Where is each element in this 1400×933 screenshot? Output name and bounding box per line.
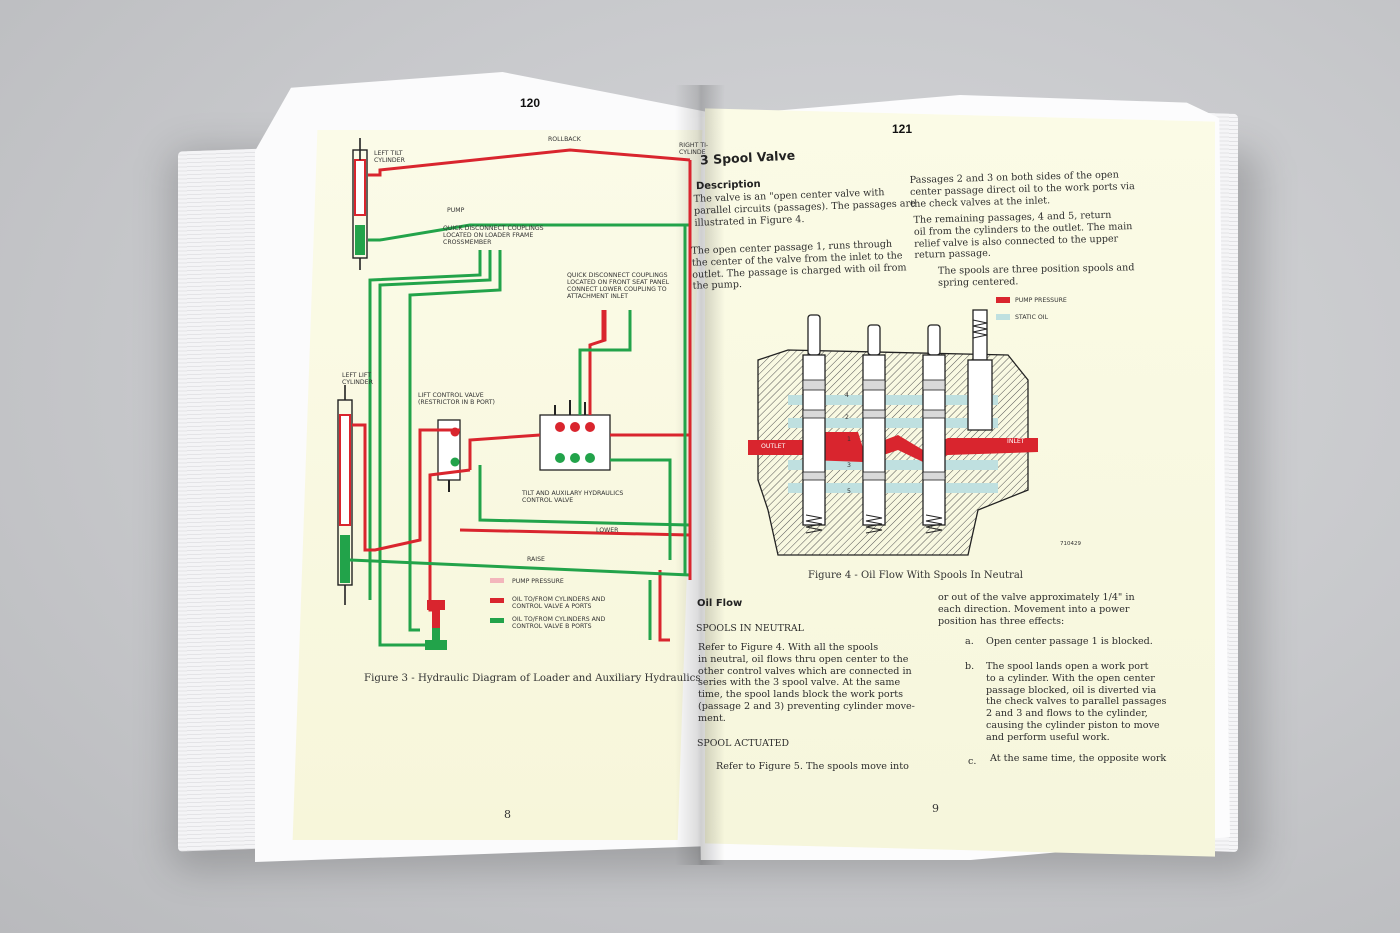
passage-3: 3 [847, 462, 851, 469]
legend-swatch-pump [490, 578, 504, 583]
left-page-edges [178, 148, 268, 852]
legend-swatch-pump-pressure [996, 297, 1010, 303]
figure-code: 710429 [1060, 541, 1081, 547]
passage-4: 4 [845, 392, 849, 399]
return-passages-para: The remaining passages, 4 and 5, return … [913, 209, 1133, 262]
seat-couplings [601, 310, 632, 340]
figure-3-caption: Figure 3 - Hydraulic Diagram of Loader a… [364, 673, 701, 684]
passage-2: 2 [845, 414, 849, 421]
label-quick-loader: QUICK DISCONNECT COUPLINGS LOCATED ON LO… [443, 225, 544, 246]
label-rollback: ROLLBACK [548, 136, 581, 143]
label-left-tilt: LEFT TILT CYLINDER [374, 150, 405, 164]
neutral-para: Refer to Figure 4. With all the spools i… [698, 642, 915, 724]
effect-b-marker: b. [965, 661, 975, 672]
legend-oil-a: OIL TO/FROM CYLINDERS AND CONTROL VALVE … [512, 596, 606, 610]
label-lift-control: LIFT CONTROL VALVE (RESTRICTOR IN B PORT… [418, 392, 495, 406]
lift-control-valve [437, 419, 461, 492]
label-left-lift: LEFT LIFT CYLINDER [342, 372, 373, 386]
passage-5: 5 [847, 488, 851, 495]
left-page-bottom-number: 8 [504, 808, 511, 821]
label-lower: LOWER [596, 527, 619, 534]
label-tilt-aux: TILT AND AUXILARY HYDRAULICS CONTROL VAL… [522, 490, 624, 504]
spool-actuated-heading: SPOOL ACTUATED [697, 738, 789, 749]
effect-c-text: At the same time, the opposite work [990, 753, 1167, 764]
label-inlet: INLET [1005, 438, 1027, 445]
left-lift-cylinder [337, 385, 353, 605]
right-page-top-number: 121 [892, 122, 913, 136]
effect-a-text: Open center passage 1 is blocked. [986, 636, 1153, 647]
legend-pump-pressure: PUMP PRESSURE [512, 578, 564, 585]
description-heading: Description [695, 178, 761, 193]
left-page-top-number: 120 [520, 96, 541, 110]
label-raise: RAISE [527, 556, 545, 563]
label-pump: PUMP [447, 207, 465, 214]
passage-1: 1 [847, 436, 851, 443]
legend-label-static-oil: STATIC OIL [1015, 314, 1049, 321]
effect-b-text: The spool lands open a work port to a cy… [986, 661, 1167, 743]
hydraulic-diagram [337, 138, 692, 650]
right-page-bottom-number: 9 [932, 802, 939, 815]
legend-swatch-a [490, 598, 504, 603]
oil-flow-heading: Oil Flow [697, 598, 743, 609]
spool-valve-cutaway [748, 309, 1038, 556]
movement-para: or out of the valve approximately 1/4" i… [938, 592, 1135, 627]
left-tilt-cylinder [352, 138, 368, 270]
label-quick-seat: QUICK DISCONNECT COUPLINGS LOCATED ON FR… [567, 272, 670, 300]
spools-neutral-heading: SPOOLS IN NEUTRAL [696, 623, 804, 634]
legend-oil-b: OIL TO/FROM CYLINDERS AND CONTROL VALVE … [512, 616, 606, 630]
legend-swatch-b [490, 618, 504, 623]
bottom-coupling [425, 600, 447, 650]
spools-para: The spools are three position spools and… [937, 262, 1135, 289]
book-gutter [675, 85, 725, 865]
actuated-para: Refer to Figure 5. The spools move into [716, 761, 909, 772]
legend-label-pump-pressure: PUMP PRESSURE [1015, 297, 1067, 304]
description-para-2: The open center passage 1, runs through … [691, 238, 907, 293]
legend-swatch-static-oil [996, 314, 1010, 320]
passages-para: Passages 2 and 3 on both sides of the op… [909, 169, 1135, 210]
effect-c-marker: c. [968, 756, 977, 767]
label-right-tilt: RIGHT TI- CYLINDE [679, 142, 709, 156]
effect-a-marker: a. [965, 636, 974, 647]
tilt-aux-control-valve [539, 400, 611, 471]
figure-4-caption: Figure 4 - Oil Flow With Spools In Neutr… [808, 570, 1023, 581]
label-outlet: OUTLET [759, 443, 788, 450]
